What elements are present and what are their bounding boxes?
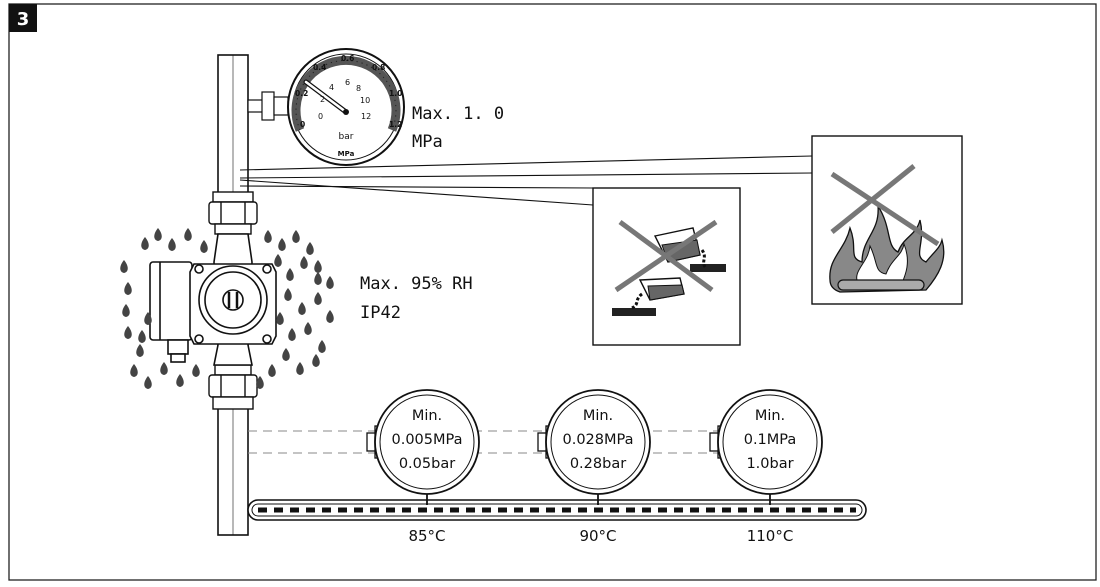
pressure-gauge: 0 0.2 0.4 0.6 0.8 1.0 1.2 0 2 4 6 8 10 1… bbox=[247, 48, 405, 166]
reference-dash-lines bbox=[248, 430, 730, 454]
water-droplet bbox=[256, 376, 264, 389]
water-droplet bbox=[160, 362, 168, 375]
gauge-inner-tick: 4 bbox=[329, 83, 334, 92]
inlet-gauge-bar: 0.28bar bbox=[570, 456, 626, 472]
figure-number: 3 bbox=[17, 9, 30, 30]
figure-frame bbox=[8, 3, 1097, 581]
water-droplet bbox=[144, 376, 152, 389]
water-droplet bbox=[264, 230, 272, 243]
water-droplet bbox=[312, 354, 320, 367]
gauge-outer-tick: 0.4 bbox=[313, 63, 326, 72]
water-droplet bbox=[144, 312, 152, 325]
water-droplet bbox=[296, 362, 304, 375]
temperature-label-110: 110°C bbox=[747, 527, 794, 545]
inlet-gauge-110: Min. 0.1MPa 1.0bar bbox=[709, 389, 823, 505]
gauge-unit-bar: bar bbox=[339, 132, 354, 142]
humidity-line1: Max. 95% RH bbox=[360, 274, 473, 294]
water-droplet bbox=[278, 238, 286, 251]
water-droplet bbox=[318, 340, 326, 353]
max-pressure-line1: Max. 1. 0 bbox=[412, 104, 504, 124]
inlet-gauge-min: Min. bbox=[412, 408, 442, 424]
water-droplet bbox=[298, 302, 306, 315]
lower-union-fitting bbox=[208, 364, 258, 410]
water-droplet bbox=[314, 260, 322, 273]
terminal-box bbox=[149, 261, 193, 341]
water-droplet bbox=[124, 326, 132, 339]
inlet-gauge-bar: 0.05bar bbox=[399, 456, 455, 472]
water-droplet bbox=[326, 276, 334, 289]
gauge-outer-tick: 0 bbox=[300, 120, 305, 129]
water-droplet bbox=[130, 364, 138, 377]
gauge-outer-tick: 0.8 bbox=[372, 63, 385, 72]
water-droplet bbox=[326, 310, 334, 323]
water-droplet bbox=[168, 238, 176, 251]
gauge-inner-tick: 12 bbox=[361, 112, 371, 121]
gauge-scale-band bbox=[291, 55, 401, 132]
water-droplet bbox=[276, 312, 284, 325]
water-droplet bbox=[124, 282, 132, 295]
water-droplet bbox=[136, 344, 144, 357]
no-liquid-warning-box bbox=[592, 187, 741, 346]
water-droplet bbox=[154, 228, 162, 241]
gauge-outer-tick: 1.0 bbox=[389, 89, 402, 98]
temperature-label-85: 85°C bbox=[408, 527, 445, 545]
gauge-inner-tick: 8 bbox=[356, 84, 361, 93]
vent-screw bbox=[222, 289, 244, 311]
inlet-gauge-90: Min. 0.028MPa 0.28bar bbox=[537, 389, 651, 505]
water-droplet bbox=[138, 330, 146, 343]
upper-union-fitting bbox=[208, 191, 258, 235]
gauge-inner-tick: 0 bbox=[318, 112, 323, 121]
gauge-outer-tick: 0.2 bbox=[295, 89, 308, 98]
water-droplet bbox=[304, 322, 312, 335]
inlet-gauge-bar: 1.0bar bbox=[746, 456, 793, 472]
inlet-gauges: Min. 0.005MPa 0.05bar Min. 0.028MPa 0.28… bbox=[366, 389, 823, 505]
horizontal-inlet-pipe bbox=[247, 499, 867, 521]
water-droplet bbox=[200, 240, 208, 253]
leader-lines bbox=[239, 155, 813, 206]
gauge-unit-mpa: MPa bbox=[338, 150, 355, 158]
humidity-droplets bbox=[120, 228, 334, 389]
inlet-gauge-85: Min. 0.005MPa 0.05bar bbox=[366, 389, 480, 505]
water-droplet bbox=[300, 256, 308, 269]
water-droplet bbox=[306, 242, 314, 255]
inlet-gauge-mpa: 0.005MPa bbox=[392, 432, 463, 448]
water-droplet bbox=[288, 328, 296, 341]
no-fire-warning-box bbox=[811, 135, 963, 305]
water-droplet bbox=[286, 268, 294, 281]
water-droplet bbox=[120, 260, 128, 273]
water-droplet bbox=[282, 348, 290, 361]
water-droplet bbox=[192, 364, 200, 377]
water-droplet bbox=[122, 304, 130, 317]
gauge-inner-tick: 6 bbox=[345, 78, 350, 87]
figure-number-badge: 3 bbox=[9, 4, 37, 32]
water-droplet bbox=[274, 254, 282, 267]
water-droplet bbox=[292, 230, 300, 243]
water-droplet bbox=[176, 374, 184, 387]
gauge-outer-tick: 0.6 bbox=[341, 54, 354, 63]
max-pressure-line2: MPa bbox=[412, 132, 443, 152]
gauge-inner-tick: 10 bbox=[360, 96, 370, 105]
water-droplet bbox=[314, 292, 322, 305]
inlet-gauge-mpa: 0.1MPa bbox=[744, 432, 797, 448]
temperature-label-90: 90°C bbox=[579, 527, 616, 545]
circulation-pump bbox=[149, 233, 277, 366]
water-droplet bbox=[268, 364, 276, 377]
water-droplet bbox=[314, 272, 322, 285]
gauge-outer-tick: 1.2 bbox=[389, 120, 402, 129]
ip-rating: IP42 bbox=[360, 303, 401, 323]
water-droplet bbox=[284, 288, 292, 301]
water-droplet bbox=[184, 228, 192, 241]
inlet-gauge-min: Min. bbox=[755, 408, 785, 424]
gauge-inner-tick: 2 bbox=[320, 95, 325, 104]
inlet-gauge-mpa: 0.028MPa bbox=[563, 432, 634, 448]
water-droplet bbox=[141, 237, 149, 250]
inlet-gauge-min: Min. bbox=[583, 408, 613, 424]
